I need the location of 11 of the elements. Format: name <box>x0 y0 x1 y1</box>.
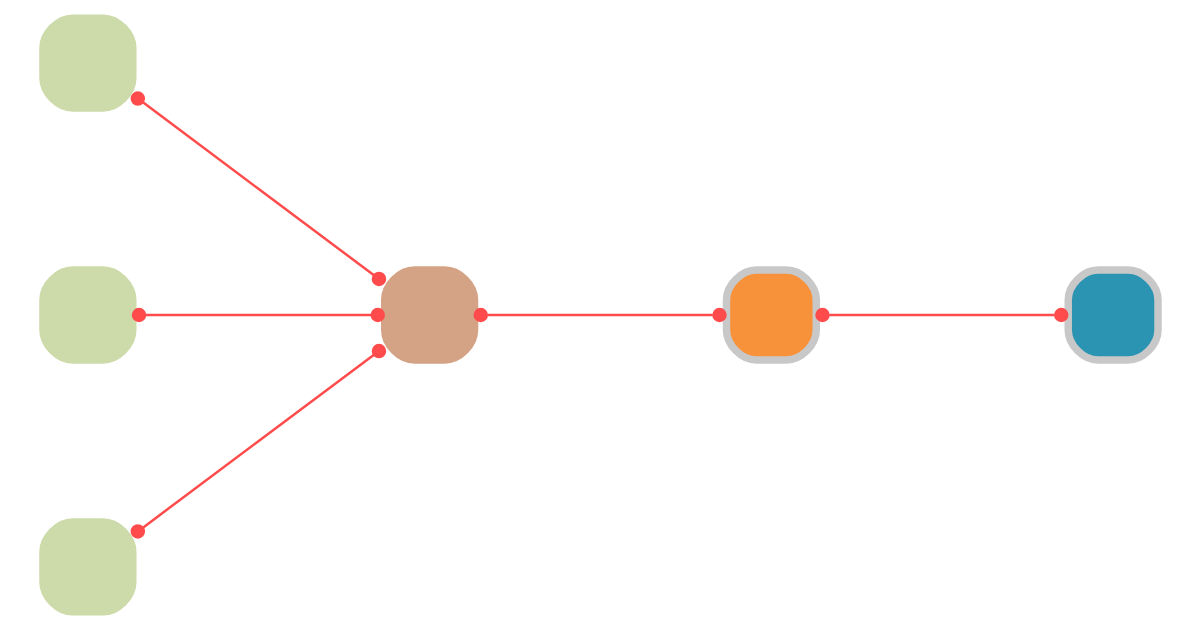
node-box <box>38 14 136 112</box>
node-box <box>722 266 820 364</box>
node-box <box>380 266 478 364</box>
node-box <box>1064 266 1162 364</box>
node-box <box>38 266 136 364</box>
connector <box>814 307 1068 323</box>
node-box <box>38 518 136 616</box>
connector <box>131 307 385 323</box>
connector <box>130 343 386 539</box>
connector <box>473 307 727 323</box>
connector <box>130 91 386 287</box>
